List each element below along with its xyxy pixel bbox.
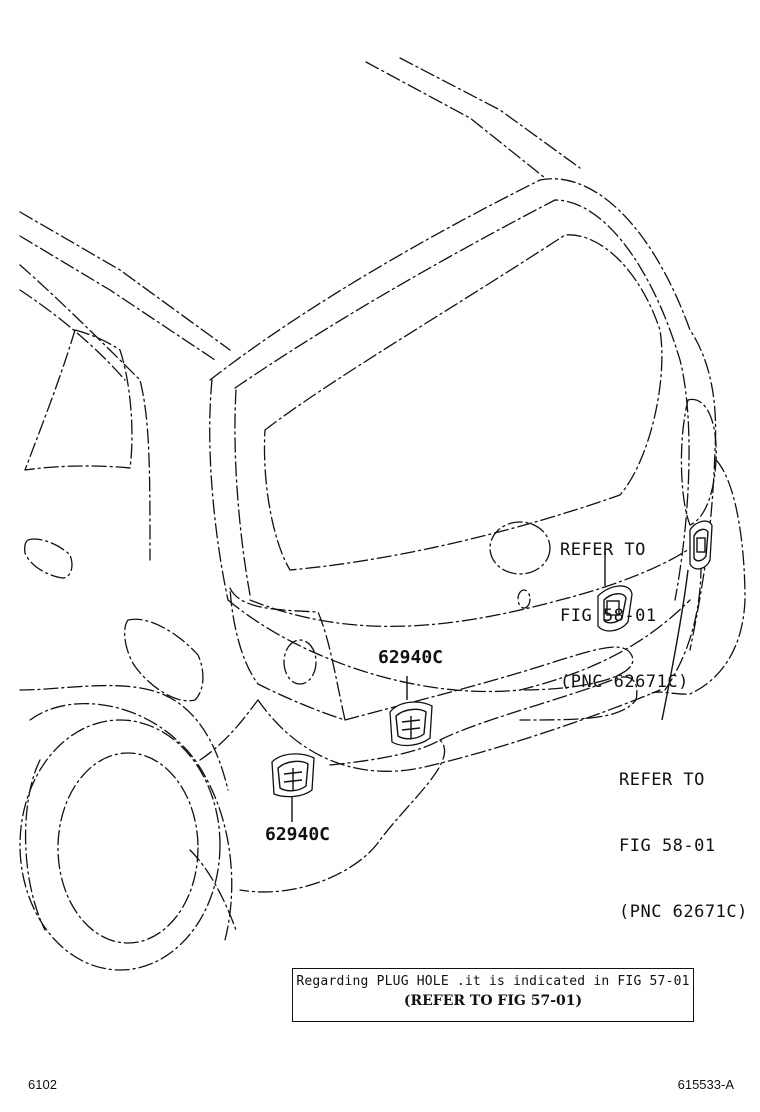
body-side: [19, 264, 151, 561]
hatch-inner-outline: [234, 199, 690, 601]
plug-part-62940c-lower[interactable]: [271, 753, 315, 822]
roof-line: [19, 235, 216, 361]
emblem-outline: [489, 521, 551, 575]
rear-bumper: [439, 676, 638, 741]
reference-line: REFER TO: [619, 770, 705, 790]
keyhole: [517, 589, 531, 609]
wheel-tread: [24, 759, 46, 931]
roof-line: [399, 57, 581, 169]
plug-hole-note: Regarding PLUG HOLE .it is indicated in …: [292, 968, 694, 1022]
hatch-left-edge: [209, 379, 229, 601]
figure-code-right: 615533-A: [677, 1077, 734, 1092]
reference-line: FIG 58-01: [619, 836, 716, 856]
roof-line: [19, 211, 231, 351]
rear-bumper-right: [651, 459, 746, 695]
hatch-lower-edge: [249, 539, 701, 627]
tail-lamp-left-lens: [283, 639, 317, 685]
wheel-tread: [189, 849, 237, 931]
reference-line: (PNC 62671C): [560, 672, 689, 692]
rear-wheel-rim: [57, 752, 199, 944]
rear-window: [263, 234, 663, 571]
tail-lamp-left: [229, 587, 346, 721]
roof-line: [365, 61, 546, 179]
referenced-part-right[interactable]: [661, 520, 713, 721]
body-side: [19, 289, 126, 381]
tail-lamp-right: [680, 398, 717, 526]
reference-callout-upper: REFER TO FIG 58-01 (PNC 62671C): [560, 495, 689, 737]
referenced-part-center[interactable]: [597, 552, 633, 632]
hatch-outline: [209, 178, 717, 651]
rear-wheel-tire: [19, 719, 221, 971]
part-number-label[interactable]: 62940C: [265, 824, 331, 845]
hatch-lower-edge: [227, 599, 691, 693]
side-marker: [24, 538, 73, 579]
wheel-arch: [29, 703, 233, 941]
figure-code-left: 6102: [28, 1077, 57, 1092]
hatch-left-edge: [234, 389, 251, 596]
note-reference: (REFER TO FIG 57-01): [403, 993, 583, 1009]
fuel-door: [123, 618, 204, 702]
reference-callout-lower: REFER TO FIG 58-01 (PNC 62671C): [619, 725, 748, 967]
reference-line: (PNC 62671C): [619, 902, 748, 922]
note-text: Regarding PLUG HOLE .it is indicated in …: [296, 974, 690, 989]
body-side-lower: [19, 684, 229, 791]
plug-part-62940c-upper[interactable]: [389, 676, 433, 747]
body-side-lower: [199, 699, 259, 761]
hatch-lower-edge: [344, 646, 634, 721]
side-window: [24, 329, 133, 471]
rear-bumper: [239, 739, 446, 893]
part-number-label[interactable]: 62940C: [378, 647, 444, 668]
rear-bumper: [257, 689, 661, 772]
reference-line: REFER TO: [560, 540, 646, 560]
reference-line: FIG 58-01: [560, 606, 657, 626]
